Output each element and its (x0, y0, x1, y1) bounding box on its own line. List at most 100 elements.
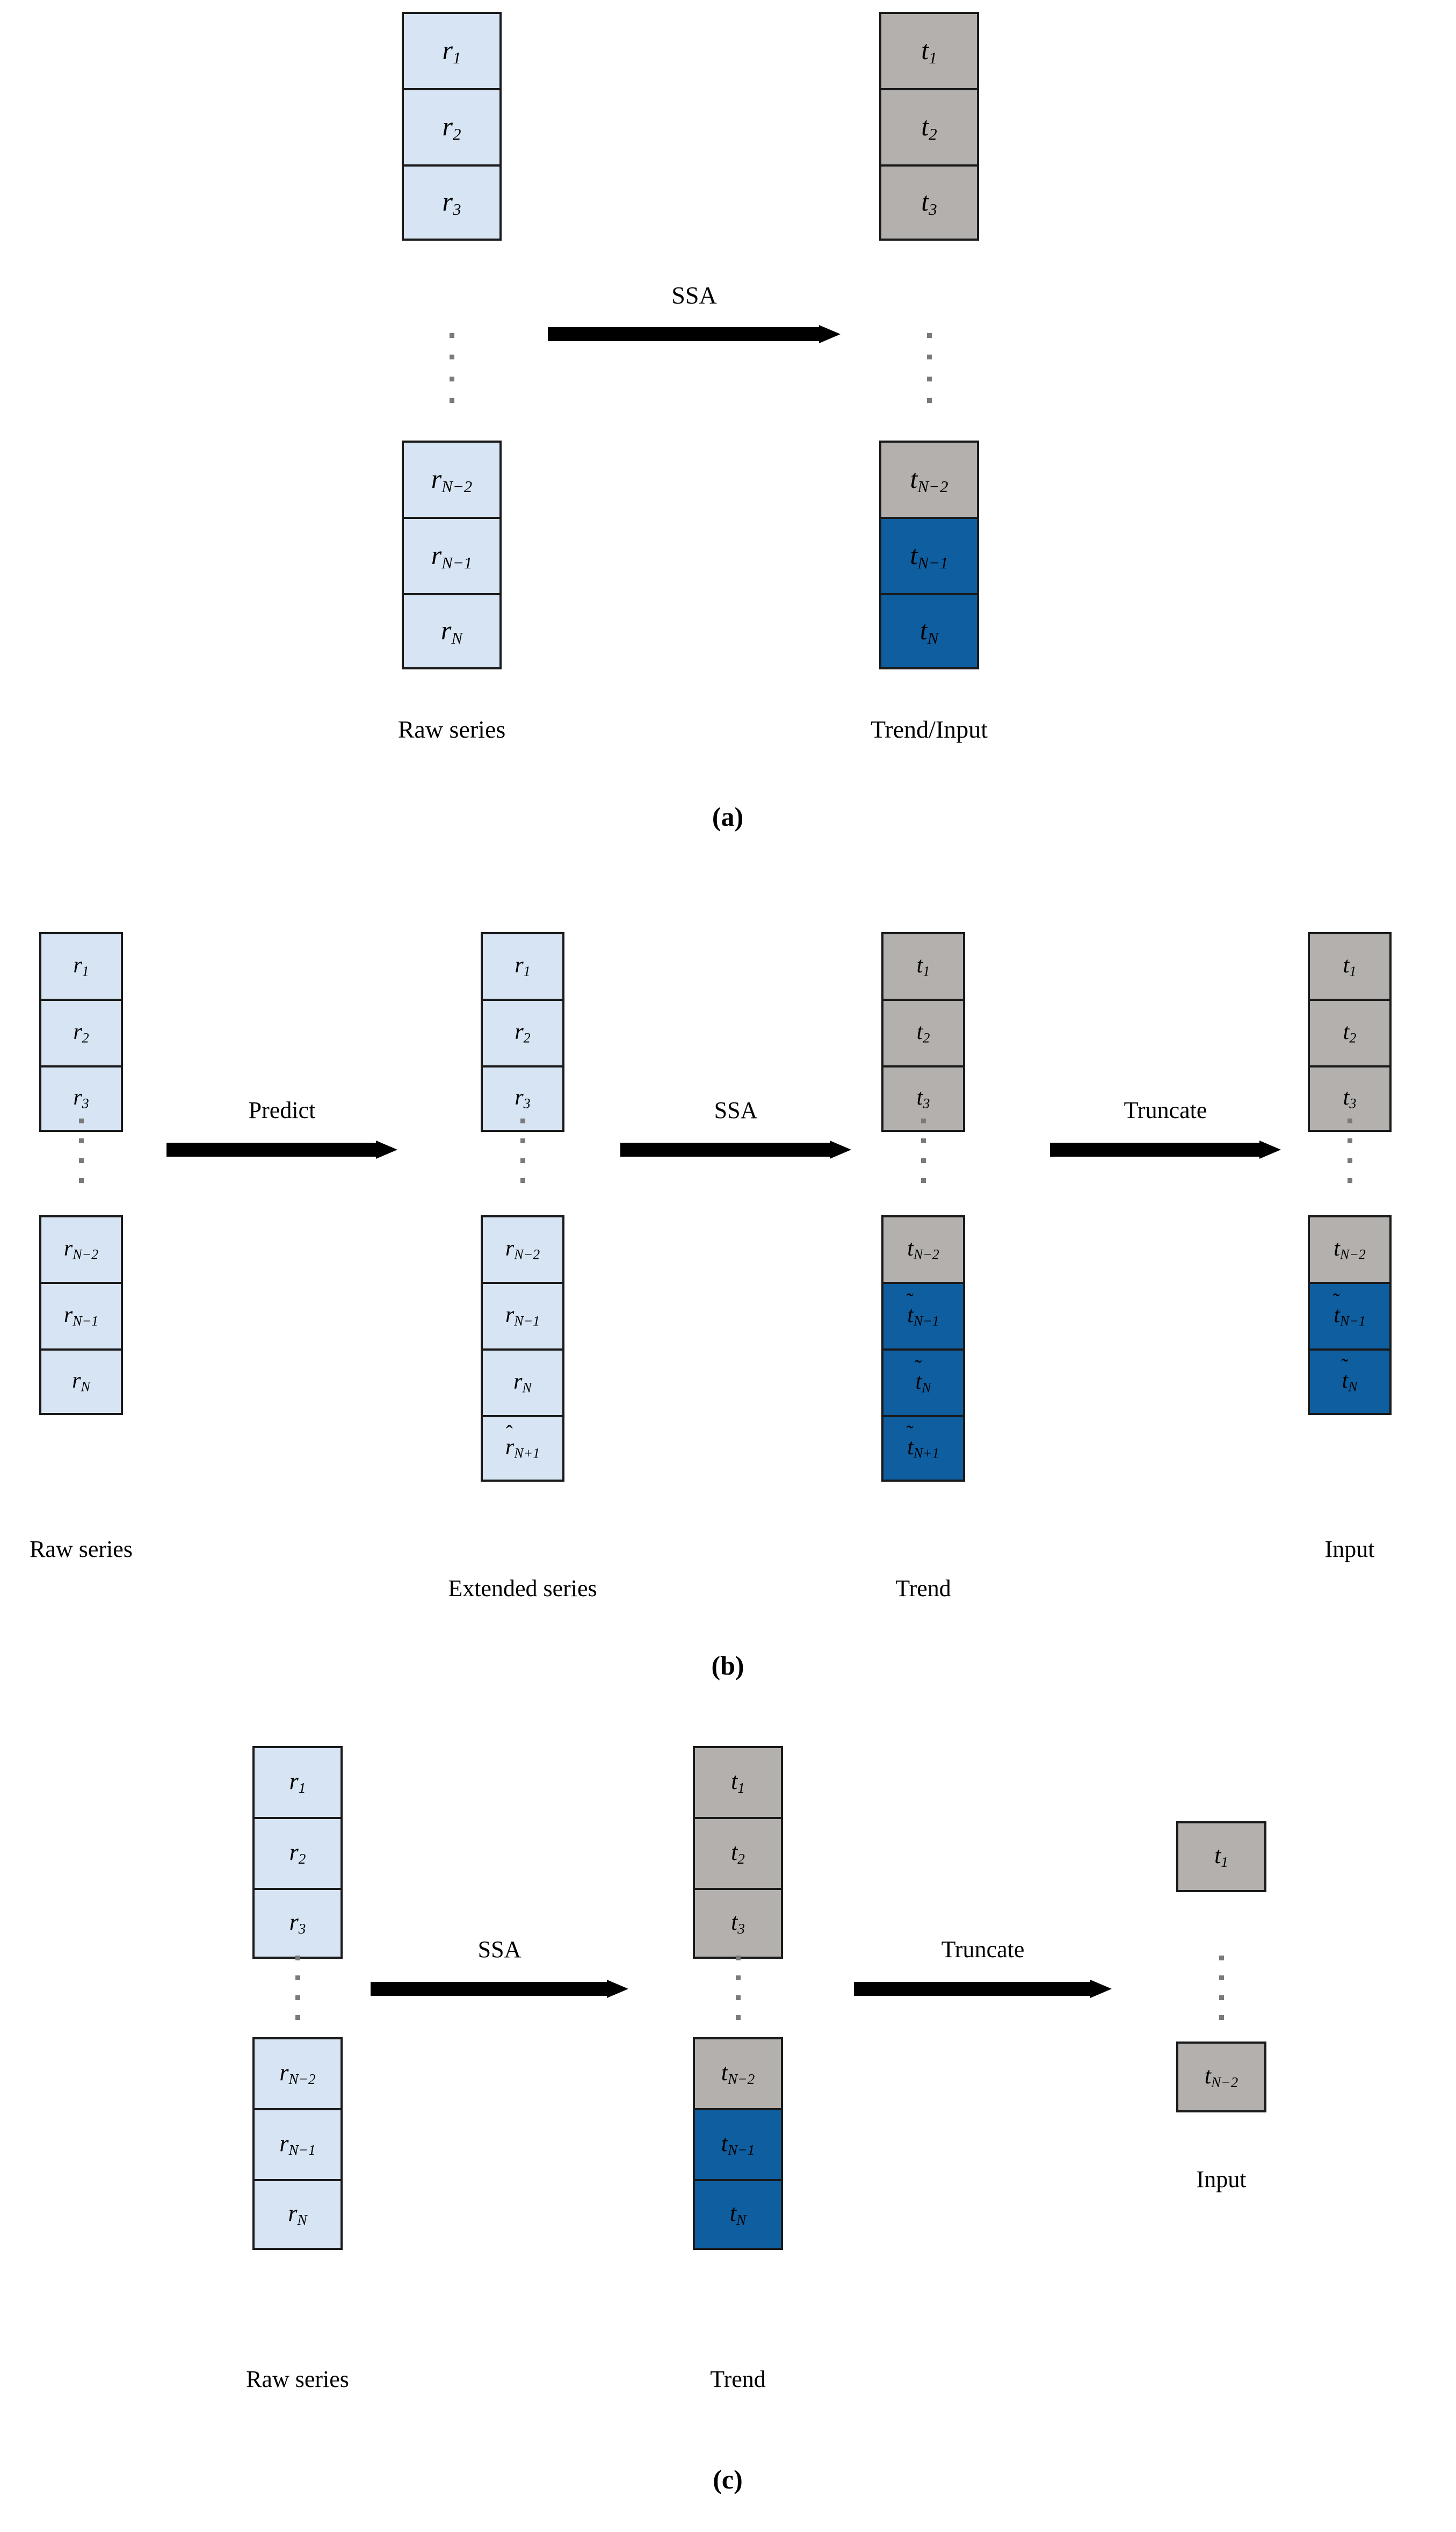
cell-label: r1 (442, 34, 461, 67)
cell-label: rN (513, 1369, 532, 1396)
series-cell: r2 (402, 88, 502, 164)
series-cell: tN−2 (693, 2037, 783, 2108)
series-cell: t˜N−1 (881, 1282, 965, 1348)
hat-accent-icon: ˆ (505, 1422, 513, 1445)
panel-b-label: (b) (711, 1650, 744, 1680)
process-arrow-icon (854, 1980, 1112, 1998)
series-cell: t2 (879, 88, 979, 164)
cell-label: rN−2 (279, 2059, 316, 2087)
cell-label: r2 (289, 1838, 306, 1867)
series-cell: t2 (881, 999, 965, 1065)
series-cell: t˜N (1308, 1348, 1392, 1415)
cell-label: tN−2 (910, 463, 948, 496)
series-cell: tN (879, 593, 979, 669)
series-cell: rN−1 (481, 1282, 564, 1348)
series-cell: rN−2 (252, 2037, 343, 2108)
cell-label: t2 (921, 111, 937, 143)
panel-c-trend-caption: Trend (710, 2366, 766, 2392)
cell-label: t1 (731, 1768, 745, 1796)
process-arrow-icon (371, 1980, 628, 1998)
panel-b-trend-caption: Trend (895, 1575, 951, 1602)
vertical-ellipsis-icon (520, 1119, 525, 1183)
panel-a-trend-input-bottom: tN−2 tN−1 tN (879, 441, 979, 669)
cell-label: r2 (515, 1020, 531, 1046)
arrow-label: Truncate (941, 1936, 1025, 1963)
series-cell: tN−2 (881, 1215, 965, 1282)
panel-c-input-caption: Input (1196, 2166, 1247, 2192)
panel-a-raw-series-bottom: rN−2 rN−1 rN (402, 441, 502, 669)
series-cell: t1 (1176, 1821, 1266, 1892)
cell-label: r3 (515, 1085, 531, 1112)
panel-c-input-bottom: tN−2 (1176, 2042, 1266, 2112)
panel-b-raw-series-caption: Raw series (30, 1536, 133, 1562)
cell-label: r3 (442, 186, 461, 219)
cell-label: rN−1 (431, 539, 473, 572)
panel-b-extended-series-top: r1 r2 r3 (481, 932, 564, 1132)
series-cell: rN−2 (481, 1215, 564, 1282)
series-cell: t2 (693, 1817, 783, 1888)
tilde-accent-icon: ˜ (1332, 1290, 1340, 1313)
cell-label: t˜N−1 (1332, 1290, 1366, 1329)
series-cell: r3 (252, 1888, 343, 1959)
tilde-accent-icon: ˜ (906, 1422, 914, 1445)
panel-a-raw-series-caption: Raw series (397, 716, 506, 743)
arrow-label: SSA (671, 282, 717, 309)
process-arrow-icon (620, 1141, 851, 1159)
series-cell: rN−2 (39, 1215, 123, 1282)
series-cell: r2 (252, 1817, 343, 1888)
arrow-label: Truncate (1124, 1097, 1207, 1123)
cell-label: t2 (731, 1838, 745, 1867)
series-cell: r2 (481, 999, 564, 1065)
series-cell: t1 (881, 932, 965, 999)
tilde-accent-icon: ˜ (915, 1357, 922, 1380)
cell-label: t˜N (915, 1357, 931, 1396)
series-cell: rN−1 (252, 2108, 343, 2179)
cell-label: rN−2 (63, 1236, 99, 1263)
cell-label: r3 (73, 1085, 89, 1112)
series-cell: tN−1 (693, 2108, 783, 2179)
cell-label: rN−1 (63, 1303, 99, 1329)
cell-label: rN−1 (279, 2130, 316, 2158)
series-cell: tN−2 (879, 441, 979, 517)
tilde-accent-icon: ˜ (1341, 1355, 1349, 1379)
cell-label: rN (440, 615, 463, 647)
cell-label: tN−1 (721, 2130, 755, 2158)
series-cell: r1 (252, 1746, 343, 1817)
panel-c-trend-top: t1 t2 t3 (693, 1746, 783, 1959)
cell-label: t1 (916, 953, 930, 979)
cell-label: tN (729, 2199, 747, 2228)
cell-label: t1 (1343, 953, 1357, 979)
cell-label: rN (288, 2199, 307, 2228)
cell-label: tN−1 (910, 539, 948, 572)
cell-label: tN (919, 615, 939, 647)
vertical-ellipsis-icon (78, 1119, 84, 1183)
panel-c-label: (c) (713, 2464, 743, 2494)
cell-label: r1 (73, 953, 89, 979)
series-cell: t1 (693, 1746, 783, 1817)
cell-label: t1 (921, 34, 937, 67)
cell-label: t3 (731, 1908, 745, 1937)
panel-b-trend-top: t1 t2 t3 (881, 932, 965, 1132)
cell-label: tN−2 (721, 2059, 755, 2087)
series-cell: r1 (481, 932, 564, 999)
cell-label: tN−2 (1334, 1236, 1366, 1263)
series-cell: rN (39, 1348, 123, 1415)
panel-b-input-bottom: tN−2 t˜N−1 t˜N (1308, 1215, 1392, 1415)
panel-c-trend-bottom: tN−2 tN−1 tN (693, 2037, 783, 2250)
series-cell: t1 (879, 12, 979, 88)
cell-label: rN−1 (505, 1303, 540, 1329)
cell-label: rN (72, 1368, 90, 1395)
cell-label: t3 (916, 1085, 930, 1112)
panel-a-label: (a) (712, 802, 744, 832)
series-cell: t3 (693, 1888, 783, 1959)
series-cell: tN−2 (1176, 2042, 1266, 2112)
series-cell: rN−1 (402, 517, 502, 593)
cell-label: rN−2 (431, 463, 473, 496)
series-cell: r1 (402, 12, 502, 88)
cell-label: t˜N (1341, 1355, 1358, 1395)
